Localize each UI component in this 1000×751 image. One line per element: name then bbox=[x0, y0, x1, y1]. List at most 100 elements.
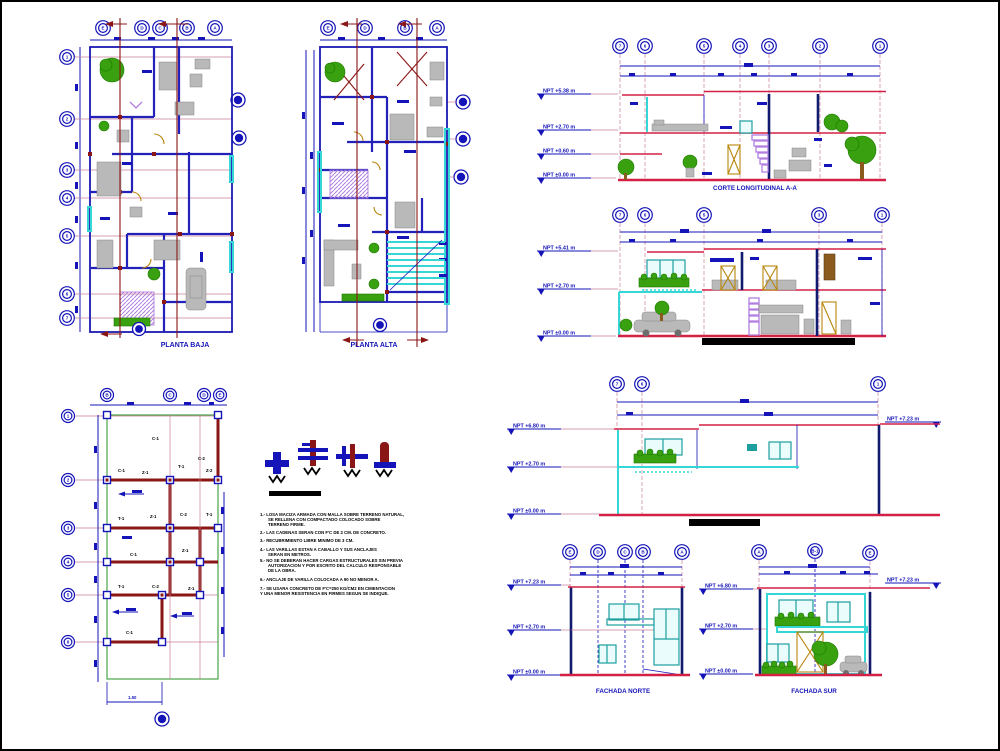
grid-bubble: B bbox=[179, 20, 195, 36]
grid-bubble: 4 bbox=[59, 190, 75, 206]
car bbox=[839, 655, 868, 676]
level-label: NPT +7.23 m bbox=[513, 580, 545, 586]
grid-label: C bbox=[168, 393, 172, 398]
grid-bubble: 6 bbox=[634, 376, 650, 392]
tree bbox=[654, 300, 670, 321]
detail-3 bbox=[336, 444, 368, 478]
section-bubble bbox=[230, 92, 246, 108]
grid-bubble: C bbox=[162, 387, 178, 403]
grid-label: A bbox=[435, 26, 439, 31]
grid-label: 4 bbox=[67, 560, 70, 565]
grid-label: E bbox=[101, 26, 104, 31]
grid-label: 4 bbox=[739, 44, 742, 49]
fachada-sur: A B-1 E NPT +7.23 m NPT +6.80 m NPT +2.7… bbox=[699, 543, 941, 695]
note-line: 6.- ANCLAJE DE VARILLA COLOCADA A 90 NO … bbox=[260, 577, 379, 582]
car bbox=[185, 267, 207, 311]
grid-bubble: 1 bbox=[59, 49, 75, 65]
grid-label: A bbox=[680, 550, 684, 555]
note-line: 2.- LAS CADENAS SERAN CON F'C DE 2 CM. D… bbox=[260, 530, 386, 535]
section-bubble bbox=[453, 169, 469, 185]
grid-bubble: D bbox=[357, 20, 373, 36]
grid-bubble: 3 bbox=[60, 520, 76, 536]
grid-bubble: 5 bbox=[696, 38, 712, 54]
door bbox=[821, 301, 837, 335]
note-line: SERAN EN METROS. bbox=[268, 552, 311, 557]
level-marker: NPT +0.60 m bbox=[537, 149, 591, 160]
note-line: DE LA OBRA. bbox=[268, 568, 296, 573]
section-bubble bbox=[455, 131, 471, 147]
tree bbox=[99, 57, 125, 83]
tree bbox=[617, 158, 635, 180]
level-marker: NPT +7.23 m bbox=[507, 580, 561, 591]
level-label: NPT +7.23 m bbox=[887, 417, 919, 423]
note-line: Y UNA MENOR RESISTENCIA EN FIRMES SEGUN … bbox=[260, 591, 389, 596]
datum-bubble bbox=[154, 711, 170, 727]
level-label: NPT +2.70 m bbox=[543, 284, 575, 290]
planta-baja: E D C B A 1 2 3 4 5 6 7 PLANTA BAJA bbox=[59, 18, 247, 349]
grid-bubble: 5 bbox=[59, 228, 75, 244]
level-label: NPT +5.41 m bbox=[543, 246, 575, 252]
hedge bbox=[761, 660, 797, 676]
detail-4 bbox=[374, 442, 396, 478]
grid-bubble: 7 bbox=[612, 38, 628, 54]
columns bbox=[102, 410, 223, 647]
grid-bubble: 6 bbox=[59, 286, 75, 302]
grid-label: 1 bbox=[879, 44, 882, 49]
foundation-note: C-2 bbox=[180, 512, 188, 517]
grid-bubble: B bbox=[397, 20, 413, 36]
grid-label: A bbox=[213, 26, 217, 31]
planter bbox=[638, 272, 690, 288]
door bbox=[762, 265, 778, 291]
grid-label: 7 bbox=[66, 316, 69, 321]
level-label: NPT +2.70 m bbox=[513, 625, 545, 631]
grid-label: 5 bbox=[66, 234, 69, 239]
grid-bubble: E bbox=[862, 545, 878, 561]
grid-label: D bbox=[202, 393, 206, 398]
level-marker: NPT +2.70 m bbox=[507, 625, 561, 636]
grid-label: E bbox=[868, 551, 871, 556]
dimension-label: 1.50 bbox=[128, 695, 137, 700]
grid-label: 3 bbox=[818, 213, 821, 218]
scale-bar bbox=[269, 491, 321, 496]
grid-label: 6 bbox=[641, 382, 644, 387]
grid-label: 2 bbox=[819, 44, 822, 49]
planta-alta-title: PLANTA ALTA bbox=[351, 342, 398, 349]
detail-1 bbox=[265, 452, 289, 484]
grid-label: 6 bbox=[644, 213, 647, 218]
foundation-note: C-1 bbox=[126, 630, 134, 635]
level-marker: NPT +5.38 m bbox=[537, 89, 591, 100]
grid-bubble: D bbox=[196, 387, 212, 403]
section-bubble bbox=[231, 130, 247, 146]
foundation-note: Z-1 bbox=[182, 548, 189, 553]
notes-block: 1.- LOSA MACIZA ARMADA CON MALLA SOBRE T… bbox=[260, 512, 404, 596]
fachada-sur-title: FACHADA SUR bbox=[791, 688, 837, 695]
grid-bubble: 1 bbox=[872, 38, 888, 54]
grid-bubble: 1 bbox=[870, 376, 886, 392]
grid-label: 1 bbox=[881, 213, 884, 218]
grid-bubble: 7 bbox=[609, 376, 625, 392]
level-label: NPT +0.60 m bbox=[543, 149, 575, 155]
car bbox=[633, 311, 691, 337]
grid-label: 5 bbox=[703, 213, 706, 218]
level-marker: NPT ±0.00 m bbox=[699, 669, 753, 680]
level-marker: NPT ±0.00 m bbox=[507, 670, 561, 681]
grid-bubble: 6 bbox=[637, 207, 653, 223]
grid-bubble: 1 bbox=[60, 408, 76, 424]
detail-2 bbox=[298, 440, 328, 476]
foundation-note: C-1 bbox=[118, 468, 126, 473]
grid-label: 6 bbox=[644, 44, 647, 49]
grid-label: 5 bbox=[703, 44, 706, 49]
planta-cimentacion: B C D E 1 2 3 4 5 6 C-1 Z-1 T-1 C-2 Z-2 … bbox=[60, 387, 228, 727]
grid-label: 6 bbox=[67, 640, 70, 645]
level-label: NPT ±0.00 m bbox=[513, 509, 545, 515]
grid-label: E bbox=[568, 550, 571, 555]
note-line: 4.- LAS VARILLAS ESTAN A CABALLO Y SUS A… bbox=[260, 547, 377, 552]
foundation-note: Z-1 bbox=[188, 586, 195, 591]
grid-bubble: 1 bbox=[874, 207, 890, 223]
tree bbox=[324, 61, 346, 83]
level-marker: NPT +5.41 m bbox=[537, 246, 591, 257]
foundation-note: T-1 bbox=[118, 516, 125, 521]
fachada-norte: E D C B A NPT +7.23 m NPT +2.70 m NPT ±0… bbox=[507, 544, 690, 695]
level-label: NPT +2.70 m bbox=[705, 624, 737, 630]
